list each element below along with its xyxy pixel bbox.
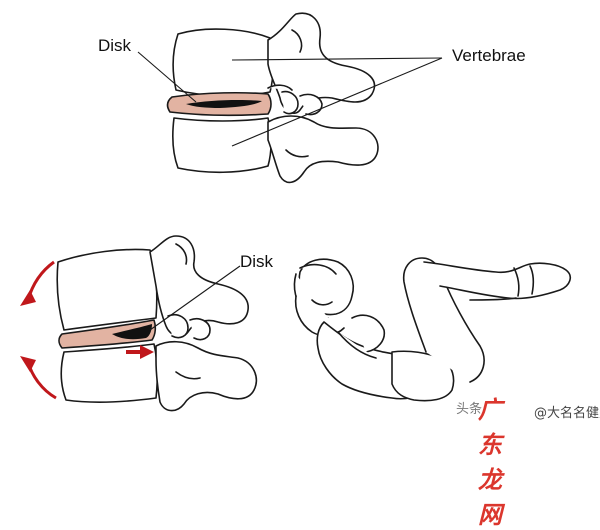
watermark-brand: 广东龙网 xyxy=(478,396,503,529)
watermark: 头条 广东龙网 @大名名健身 xyxy=(456,392,600,529)
vertebrae-leader-lower xyxy=(231,57,443,147)
bottom-disk-label: Disk xyxy=(240,252,274,271)
curved-arrow-top-head xyxy=(20,290,36,306)
vertebrae-label: Vertebrae xyxy=(452,46,526,65)
leader-lines xyxy=(137,51,443,331)
watermark-prefix: 头条 xyxy=(456,401,483,417)
bottom-lower-vertebra xyxy=(60,313,258,412)
bottom-disk-leader xyxy=(149,265,241,331)
watermark-handle: @大名名健身 xyxy=(534,406,600,421)
bottom-disk xyxy=(58,319,157,349)
vertebrae-leader-upper xyxy=(231,57,443,61)
bottom-upper-vertebra xyxy=(56,235,249,338)
top-disk xyxy=(166,91,272,117)
top-disk-label: Disk xyxy=(98,36,132,55)
top-upper-vertebra xyxy=(172,12,376,114)
motion-arrows xyxy=(20,260,154,400)
crunch-figure xyxy=(293,257,572,402)
spine-diagram xyxy=(20,12,572,412)
top-lower-vertebra xyxy=(172,90,379,184)
curved-arrow-bottom-head xyxy=(20,356,36,372)
top-disk-leader xyxy=(137,51,197,103)
straight-arrow-head xyxy=(140,345,154,359)
